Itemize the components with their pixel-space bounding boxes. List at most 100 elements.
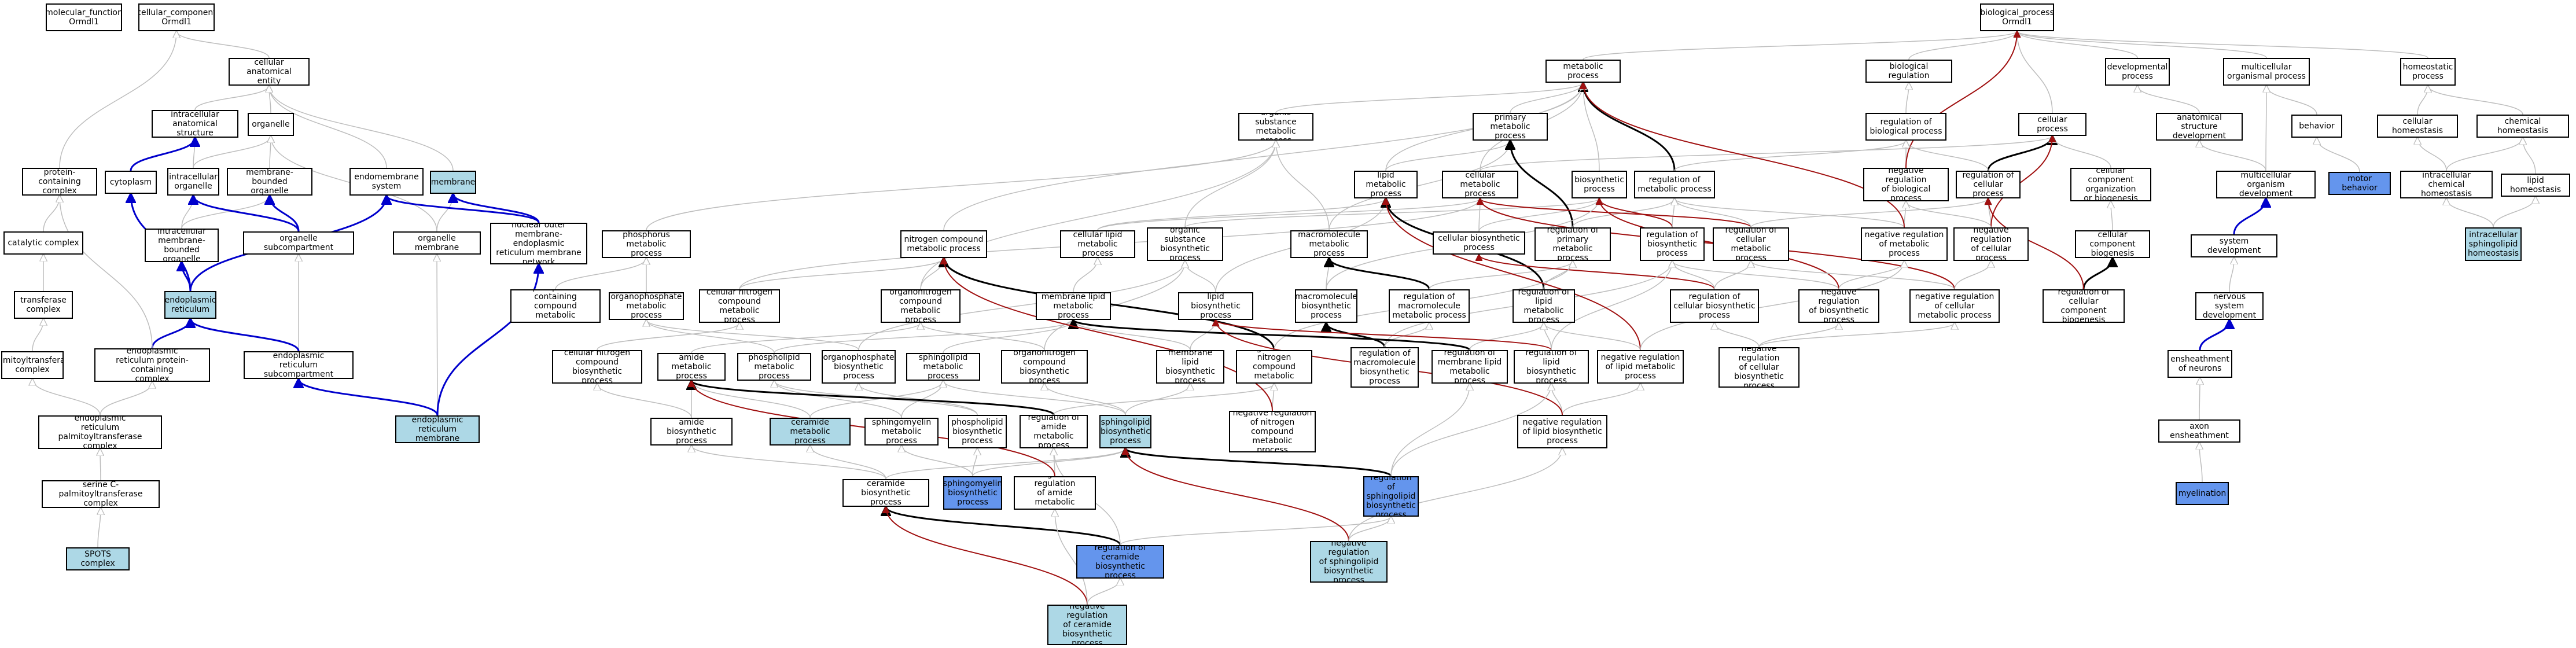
- node-chomeo: cellular homeostasis: [2377, 115, 2458, 138]
- edge-ppc-to-trc: [32, 319, 43, 352]
- edge-nomer-to-ems: [387, 196, 540, 223]
- node-rmlmp: regulation of membrane lipid metabolic p…: [1431, 350, 1508, 384]
- edge-mmp-to-pmp: [1329, 141, 1510, 231]
- edge-ich-to-chemh: [2446, 138, 2523, 171]
- node-lmp: lipid metabolic process: [1354, 171, 1418, 198]
- node-ccb: cellular component biogenesis: [2075, 230, 2150, 258]
- node-abp: amide biosynthetic process: [650, 418, 733, 446]
- edge-rccb-to-ccb: [2082, 258, 2113, 290]
- node-cerbp: ceramide biosynthetic process: [842, 479, 929, 507]
- edge-phlmp-to-mlmp: [774, 320, 1073, 354]
- edge-cerbp-to-abp: [691, 446, 886, 480]
- edge-breg-to-bp: [1908, 31, 2017, 60]
- edge-nrbsp-to-rbsp: [1672, 261, 1839, 290]
- edge-cermp-to-slmp: [809, 381, 943, 418]
- node-behavior: behavior: [2291, 115, 2342, 138]
- edge-spots-to-sptc: [98, 508, 101, 548]
- edge-sysdev-to-mod: [2233, 198, 2266, 235]
- edge-nrbp-to-bp: [1905, 31, 2017, 168]
- node-ramp: regulation of amide metabolic process: [1020, 415, 1088, 448]
- node-nrcbp: negative regulation of cellular biosynth…: [1718, 347, 1799, 388]
- edge-nrmp-to-meta: [1583, 83, 1905, 228]
- edge-erppc-to-ppc: [32, 379, 101, 416]
- edge-clmp-to-lmp: [1097, 198, 1386, 231]
- edge-nrncmp-to-ncmp: [944, 258, 1273, 411]
- node-nrmp: negative regulation of metabolic process: [1861, 227, 1948, 261]
- node-osmp: organic substance metabolic process: [1238, 113, 1313, 141]
- node-rmp: regulation of metabolic process: [1634, 171, 1715, 198]
- node-pmp: primary metabolic process: [1473, 113, 1548, 141]
- node-oncmp: organonitrogen compound metabolic proces…: [881, 289, 961, 323]
- node-asd: anatomical structure development: [2156, 113, 2243, 141]
- edge-rpmp-to-pmp: [1510, 141, 1574, 228]
- node-cbp: cellular biosynthetic process: [1433, 231, 1525, 255]
- node-cmp: cellular metabolic process: [1442, 171, 1518, 198]
- node-sysdev: system development: [2191, 234, 2277, 257]
- node-mod: multicellular organism development: [2216, 171, 2316, 198]
- edge-ncmp-to-meta: [943, 83, 1583, 231]
- edge-mod-to-asd: [2199, 141, 2266, 171]
- edge-opbp-to-osbp: [858, 261, 1185, 351]
- edge-abp-to-cncbp: [597, 384, 692, 418]
- node-spots: SPOTS complex: [66, 547, 130, 570]
- edge-osub-to-mbo: [270, 196, 300, 232]
- node-ias: intracellular anatomical structure: [152, 110, 238, 138]
- node-osub: organelle subcompartment: [243, 231, 354, 255]
- node-nrcerbp: negative regulation of ceramide biosynth…: [1047, 605, 1127, 645]
- node-io: intracellular organelle: [167, 168, 219, 196]
- node-ems: endomembrane system: [349, 168, 424, 196]
- edge-osub-to-io: [193, 196, 300, 232]
- node-rlbp: regulation of lipid biosynthetic process: [1514, 350, 1589, 384]
- node-rpmp: regulation of primary metabolic process: [1534, 227, 1611, 261]
- edge-cerbp-to-slbp: [885, 448, 1125, 480]
- edge-nrlmp-to-lmp: [1386, 198, 1641, 351]
- edge-nrcbp-to-rcbp: [1714, 323, 1760, 348]
- node-phlbp: phospholipid biosynthetic process: [948, 415, 1007, 448]
- node-erpc: endoplasmic reticulum protein-containing…: [94, 348, 210, 382]
- node-ppc: palmitoyltransferase complex: [1, 351, 64, 379]
- node-rmmp: regulation of macromolecule metabolic pr…: [1389, 289, 1470, 323]
- edge-cytoplasm-to-ias: [130, 138, 195, 171]
- node-rncmp: regulation of nitrogen compound metaboli…: [1236, 350, 1312, 384]
- node-ersub: endoplasmic reticulum subcompartment: [244, 351, 354, 379]
- node-nrlbp: negative regulation of lipid biosyntheti…: [1517, 415, 1607, 448]
- edge-smbp-to-phlbp: [972, 448, 977, 477]
- edge-rcerbp-to-rslbp: [1120, 517, 1391, 546]
- edge-ensh-to-nsd: [2199, 320, 2229, 351]
- edge-smmp-to-phlmp: [774, 381, 902, 418]
- node-ccob: cellular component organization or bioge…: [2070, 168, 2151, 201]
- edge-rmp-to-meta: [1583, 83, 1676, 171]
- node-nsd: nervous system development: [2195, 292, 2264, 320]
- edge-rmp-to-rbp: [1674, 141, 1906, 171]
- node-rmbp: regulation of macromolecule biosynthetic…: [1350, 347, 1419, 388]
- edge-rbsp-to-rmp: [1672, 198, 1675, 228]
- edge-cae-to-cc: [176, 31, 270, 58]
- edge-erm-to-ersub: [299, 379, 439, 416]
- edge-rccb-to-rcp: [1988, 198, 2084, 290]
- node-pcc: protein-containing complex: [22, 168, 97, 196]
- node-rcerbp: regulation of ceramide biosynthetic proc…: [1076, 545, 1164, 579]
- node-nrbsp: negative regulation of biosynthetic proc…: [1798, 289, 1879, 323]
- node-cncmp: cellular nitrogen compound metabolic pro…: [699, 289, 780, 323]
- node-rcp: regulation of cellular process: [1956, 171, 2021, 198]
- edge-rmmp-to-rpmp: [1429, 261, 1573, 290]
- edge-rmmp-to-mmp: [1329, 258, 1430, 290]
- edge-slmp-to-mlmp: [943, 320, 1073, 354]
- edge-ems-to-cae: [269, 86, 387, 168]
- node-nramp: negative regulation of amide metabolic p…: [1014, 476, 1096, 510]
- edge-slbp-to-mlbp: [1125, 384, 1190, 415]
- node-rlmp: regulation of lipid metabolic process: [1513, 289, 1575, 323]
- edge-ich-to-chomeo: [2417, 138, 2447, 171]
- node-cermp: ceramide metabolic process: [770, 418, 851, 446]
- edge-pcc-to-cc: [59, 31, 176, 168]
- edge-rcmp-to-cmp: [1480, 198, 1751, 228]
- edge-ias-to-cae: [194, 86, 269, 111]
- edge-mop-to-bp: [2017, 31, 2267, 58]
- edge-chomeo-to-homeo: [2417, 86, 2428, 115]
- edge-imbo-to-mbo: [181, 196, 270, 229]
- edge-behavior-to-mop: [2266, 86, 2317, 115]
- node-homeo: homeostatic process: [2400, 58, 2456, 86]
- node-mlmp: membrane lipid metabolic process: [1036, 292, 1111, 320]
- node-erm: endoplasmic reticulum membrane: [395, 415, 480, 443]
